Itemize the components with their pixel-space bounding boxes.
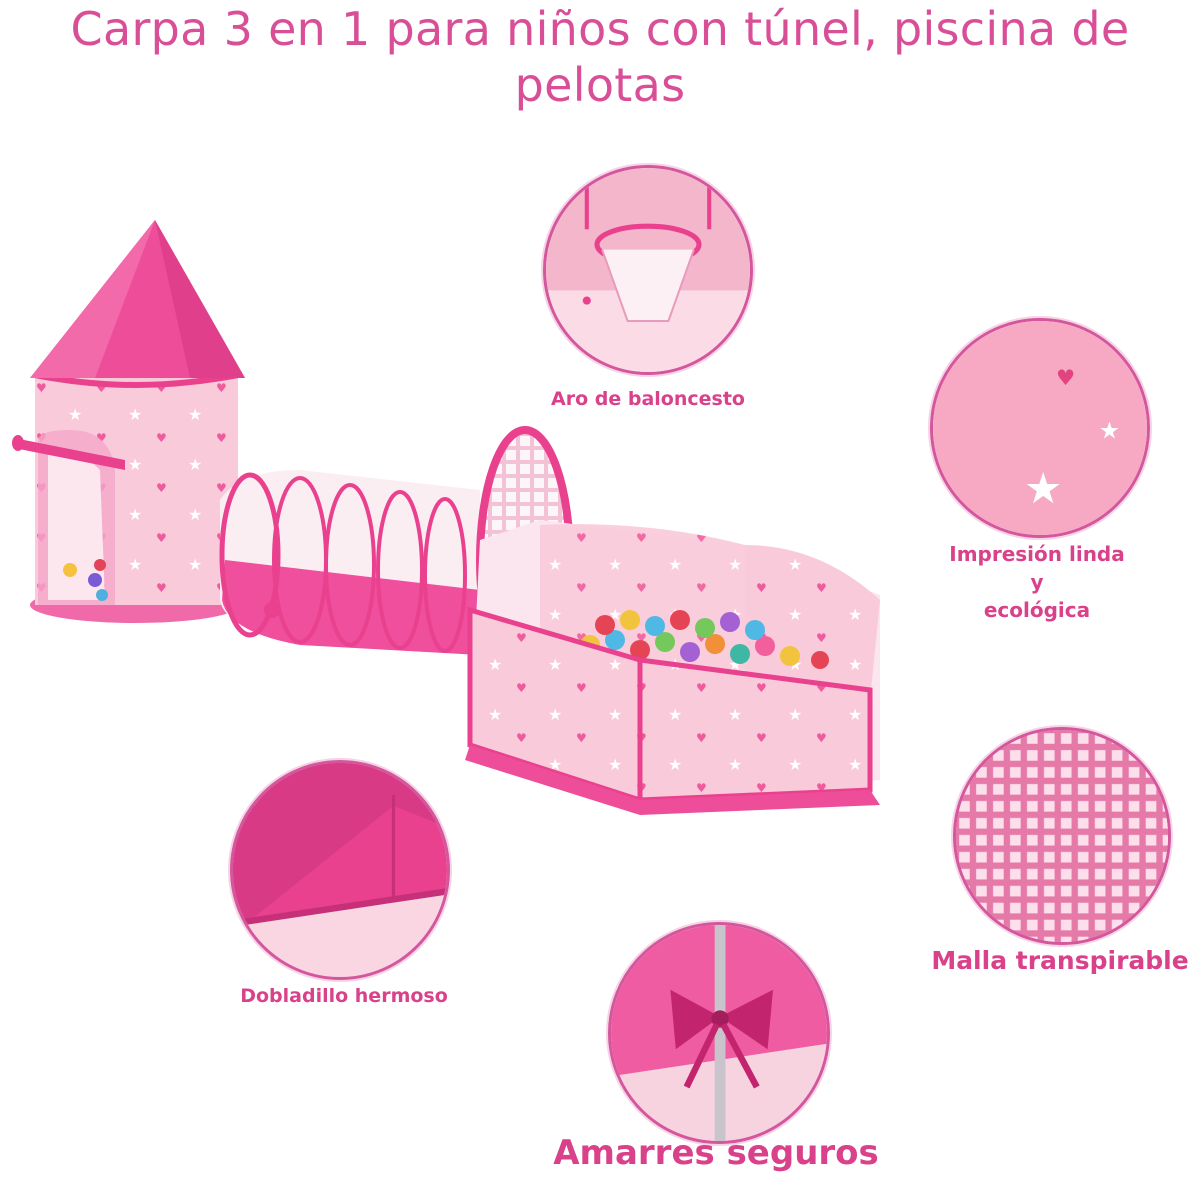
caption-mesh: Malla transpirable [931,946,1189,975]
ball-pit-illustration [465,426,880,815]
basketball-hoop-detail [543,165,753,375]
star-print-detail: ♥ ★ ★ [930,318,1150,538]
caption-print-line2: y [1030,570,1044,594]
caption-print-line3: ecológica [983,598,1091,622]
caption-print-line1: Impresión linda [949,542,1125,566]
castle-tent-illustration [12,220,245,623]
svg-text:★: ★ [1024,464,1062,514]
caption-hem: Dobladillo hermoso [240,985,448,1007]
svg-text:★: ★ [1099,417,1120,445]
svg-text:♥: ♥ [1056,366,1075,391]
caption-ties: Amarres seguros [553,1133,879,1173]
page-title-line1: Carpa 3 en 1 para niños con túnel, pisci… [70,2,1130,56]
bow-tie-detail [608,922,830,1144]
tunnel-illustration [219,470,480,655]
caption-basketball-hoop: Aro de baloncesto [551,388,745,410]
hem-detail [230,760,450,980]
page-title-line2: pelotas [514,58,686,112]
mesh-detail [953,727,1171,945]
